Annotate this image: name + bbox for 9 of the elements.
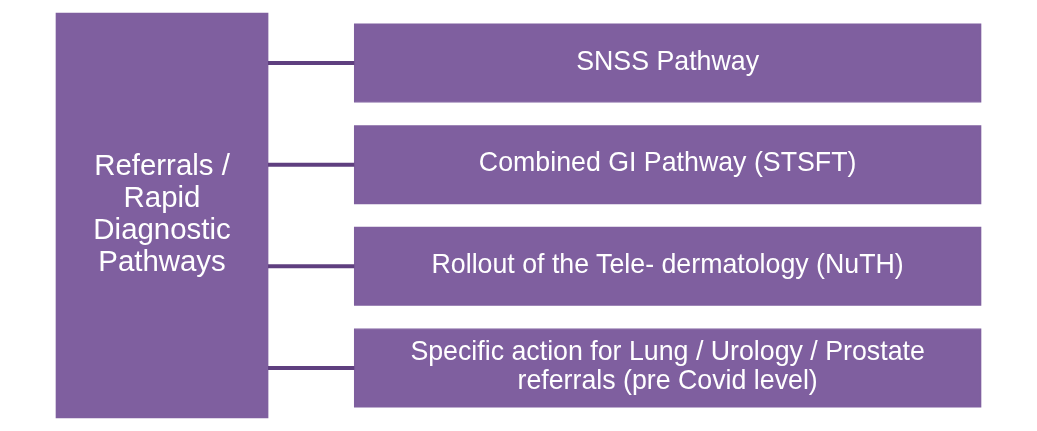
node-box: SNSS Pathway [353,23,982,103]
node-box: Referrals / Rapid Diagnostic Pathways [55,12,269,419]
node-box: Combined GI Pathway (STSFT) [353,125,982,205]
connector [268,366,355,370]
node-box: Rollout of the Tele- dermatology (NuTH) [353,226,982,306]
connector [268,264,355,269]
connector [268,61,355,65]
node-box: Specific action for Lung / Urology / Prostate referrals (pre Covid level) [353,328,982,408]
connector [268,162,355,167]
